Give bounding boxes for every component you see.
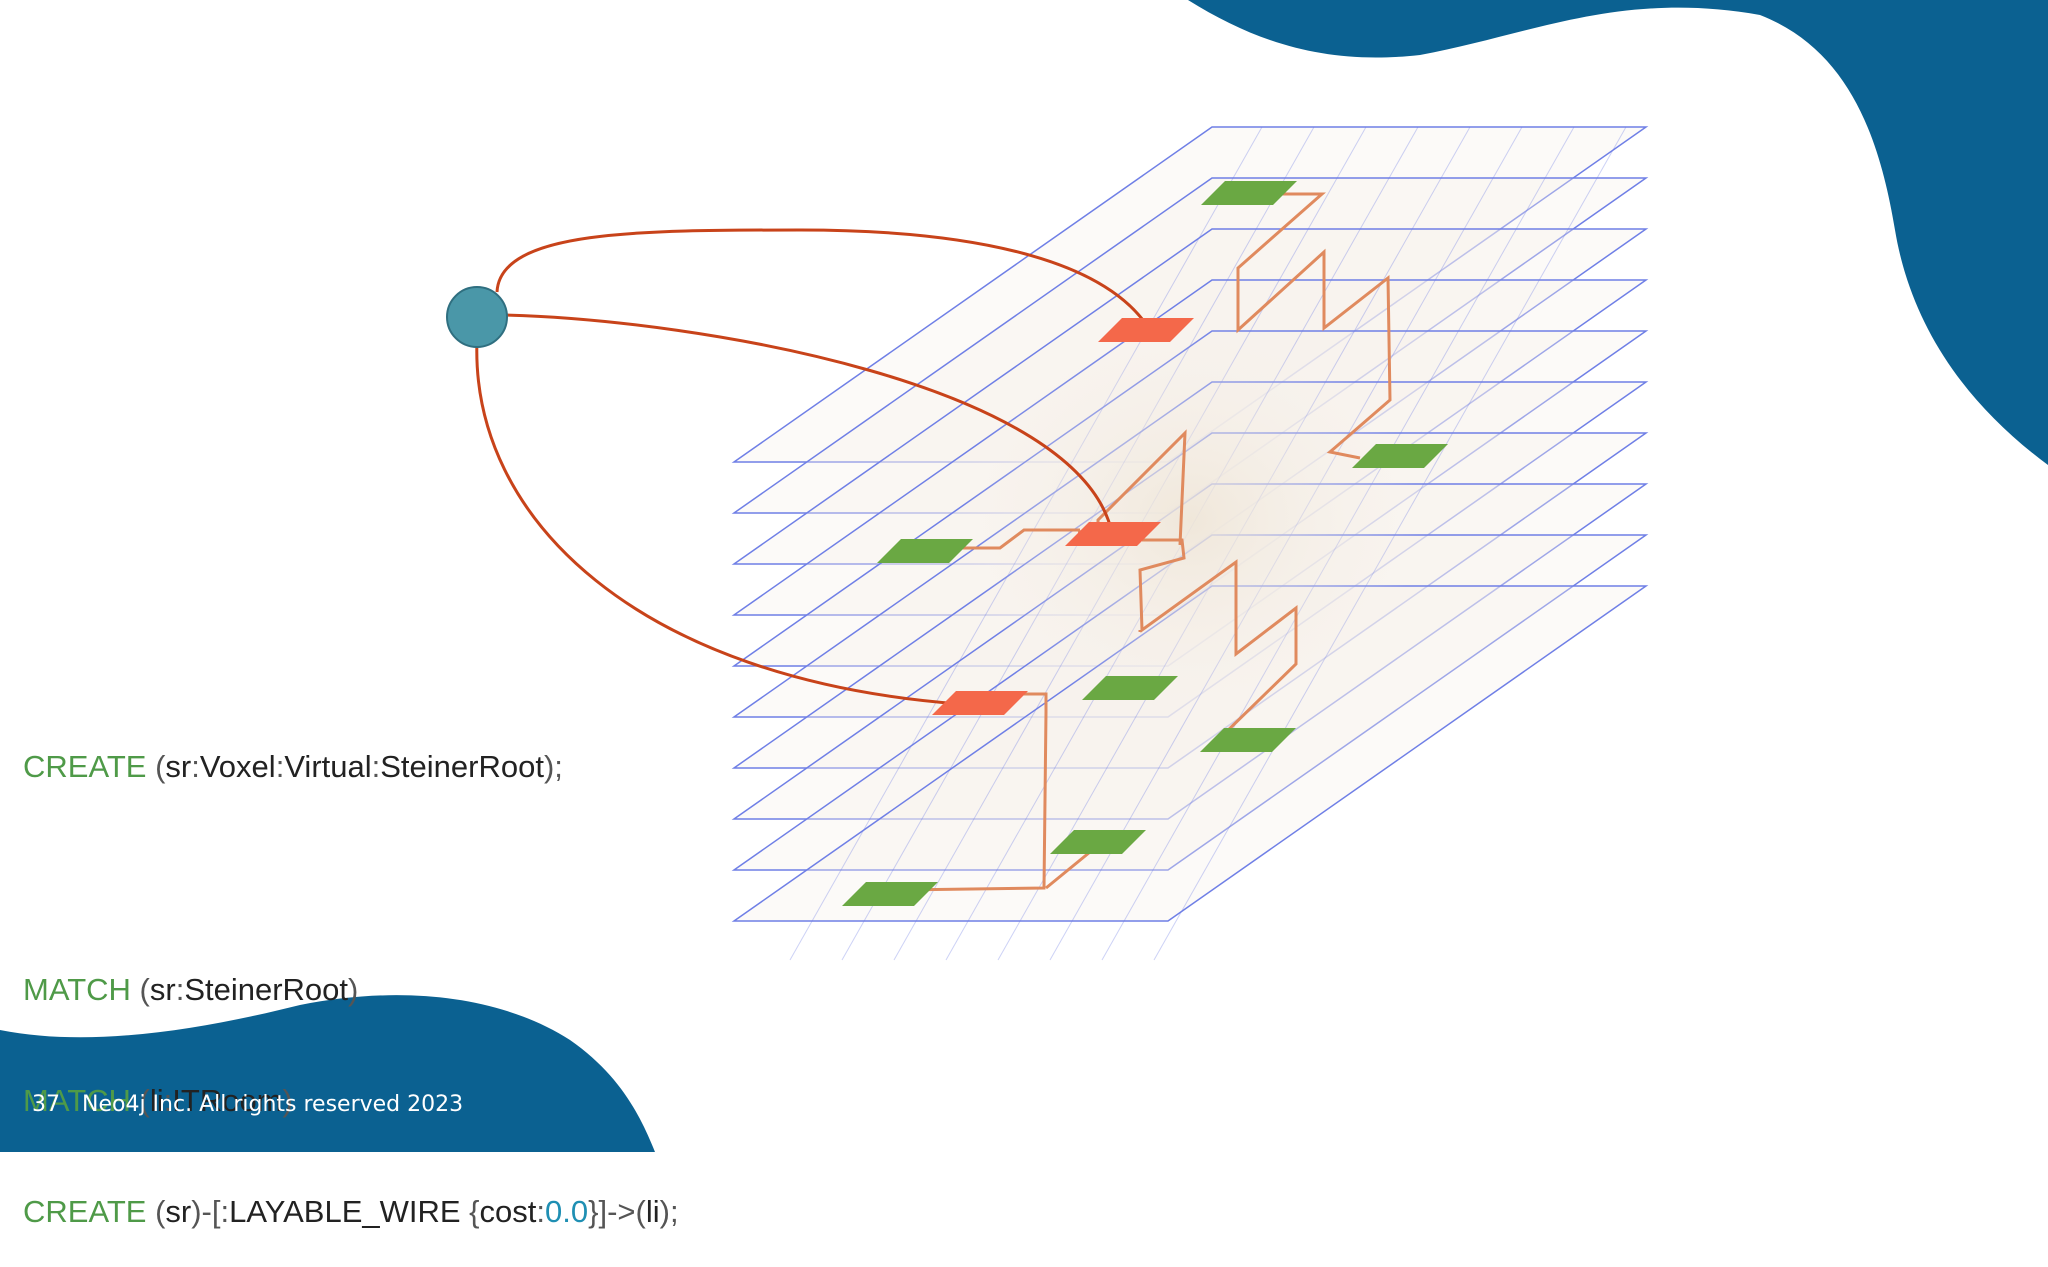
code-line-3: MATCH (li:ITRoom) bbox=[23, 1083, 293, 1118]
layable-wire-edges bbox=[475, 228, 1150, 706]
target-node bbox=[1200, 728, 1296, 752]
target-node bbox=[842, 882, 938, 906]
layable-wire-edge bbox=[495, 228, 1150, 328]
target-node bbox=[1352, 444, 1448, 468]
code-keyword: MATCH bbox=[23, 1083, 131, 1118]
code-line-1: CREATE (sr:Voxel:Virtual:SteinerRoot); bbox=[23, 749, 563, 784]
code-keyword: CREATE bbox=[23, 1194, 147, 1229]
code-number: 0.0 bbox=[545, 1194, 589, 1229]
code-blank-line bbox=[23, 859, 679, 897]
cypher-code-block: CREATE (sr:Voxel:Virtual:SteinerRoot); M… bbox=[23, 674, 679, 1267]
voxel-nodes bbox=[446, 181, 1448, 906]
voxel-plane bbox=[731, 585, 1649, 922]
bottom-left-blob bbox=[0, 995, 655, 1152]
target-node bbox=[1050, 830, 1146, 854]
top-right-blob bbox=[1188, 0, 2048, 465]
target-node bbox=[1201, 181, 1297, 205]
voxel-layer-diagram bbox=[446, 126, 1649, 961]
code-keyword: CREATE bbox=[23, 749, 147, 784]
code-line-4: CREATE (sr)-[:LAYABLE_WIRE {cost:0.0}]->… bbox=[23, 1194, 679, 1229]
layable-wire-edge bbox=[504, 313, 1114, 534]
layable-wire-edge bbox=[475, 339, 961, 706]
wire-path bbox=[1236, 192, 1392, 460]
slide-footer: 37 Neo4j Inc. All rights reserved 2023 bbox=[32, 1092, 463, 1117]
target-node bbox=[877, 539, 973, 563]
copyright-text: Neo4j Inc. All rights reserved 2023 bbox=[82, 1092, 464, 1117]
center-glow bbox=[960, 320, 1420, 720]
wire-path bbox=[1138, 538, 1298, 742]
source-node bbox=[932, 691, 1028, 715]
target-node bbox=[1082, 676, 1178, 700]
page-number: 37 bbox=[32, 1092, 60, 1117]
source-node bbox=[1065, 522, 1161, 546]
code-line-2: MATCH (sr:SteinerRoot) bbox=[23, 972, 359, 1007]
background-shapes bbox=[0, 0, 2048, 1152]
steiner-root-node bbox=[446, 286, 508, 348]
source-node bbox=[1098, 318, 1194, 342]
code-keyword: MATCH bbox=[23, 972, 131, 1007]
